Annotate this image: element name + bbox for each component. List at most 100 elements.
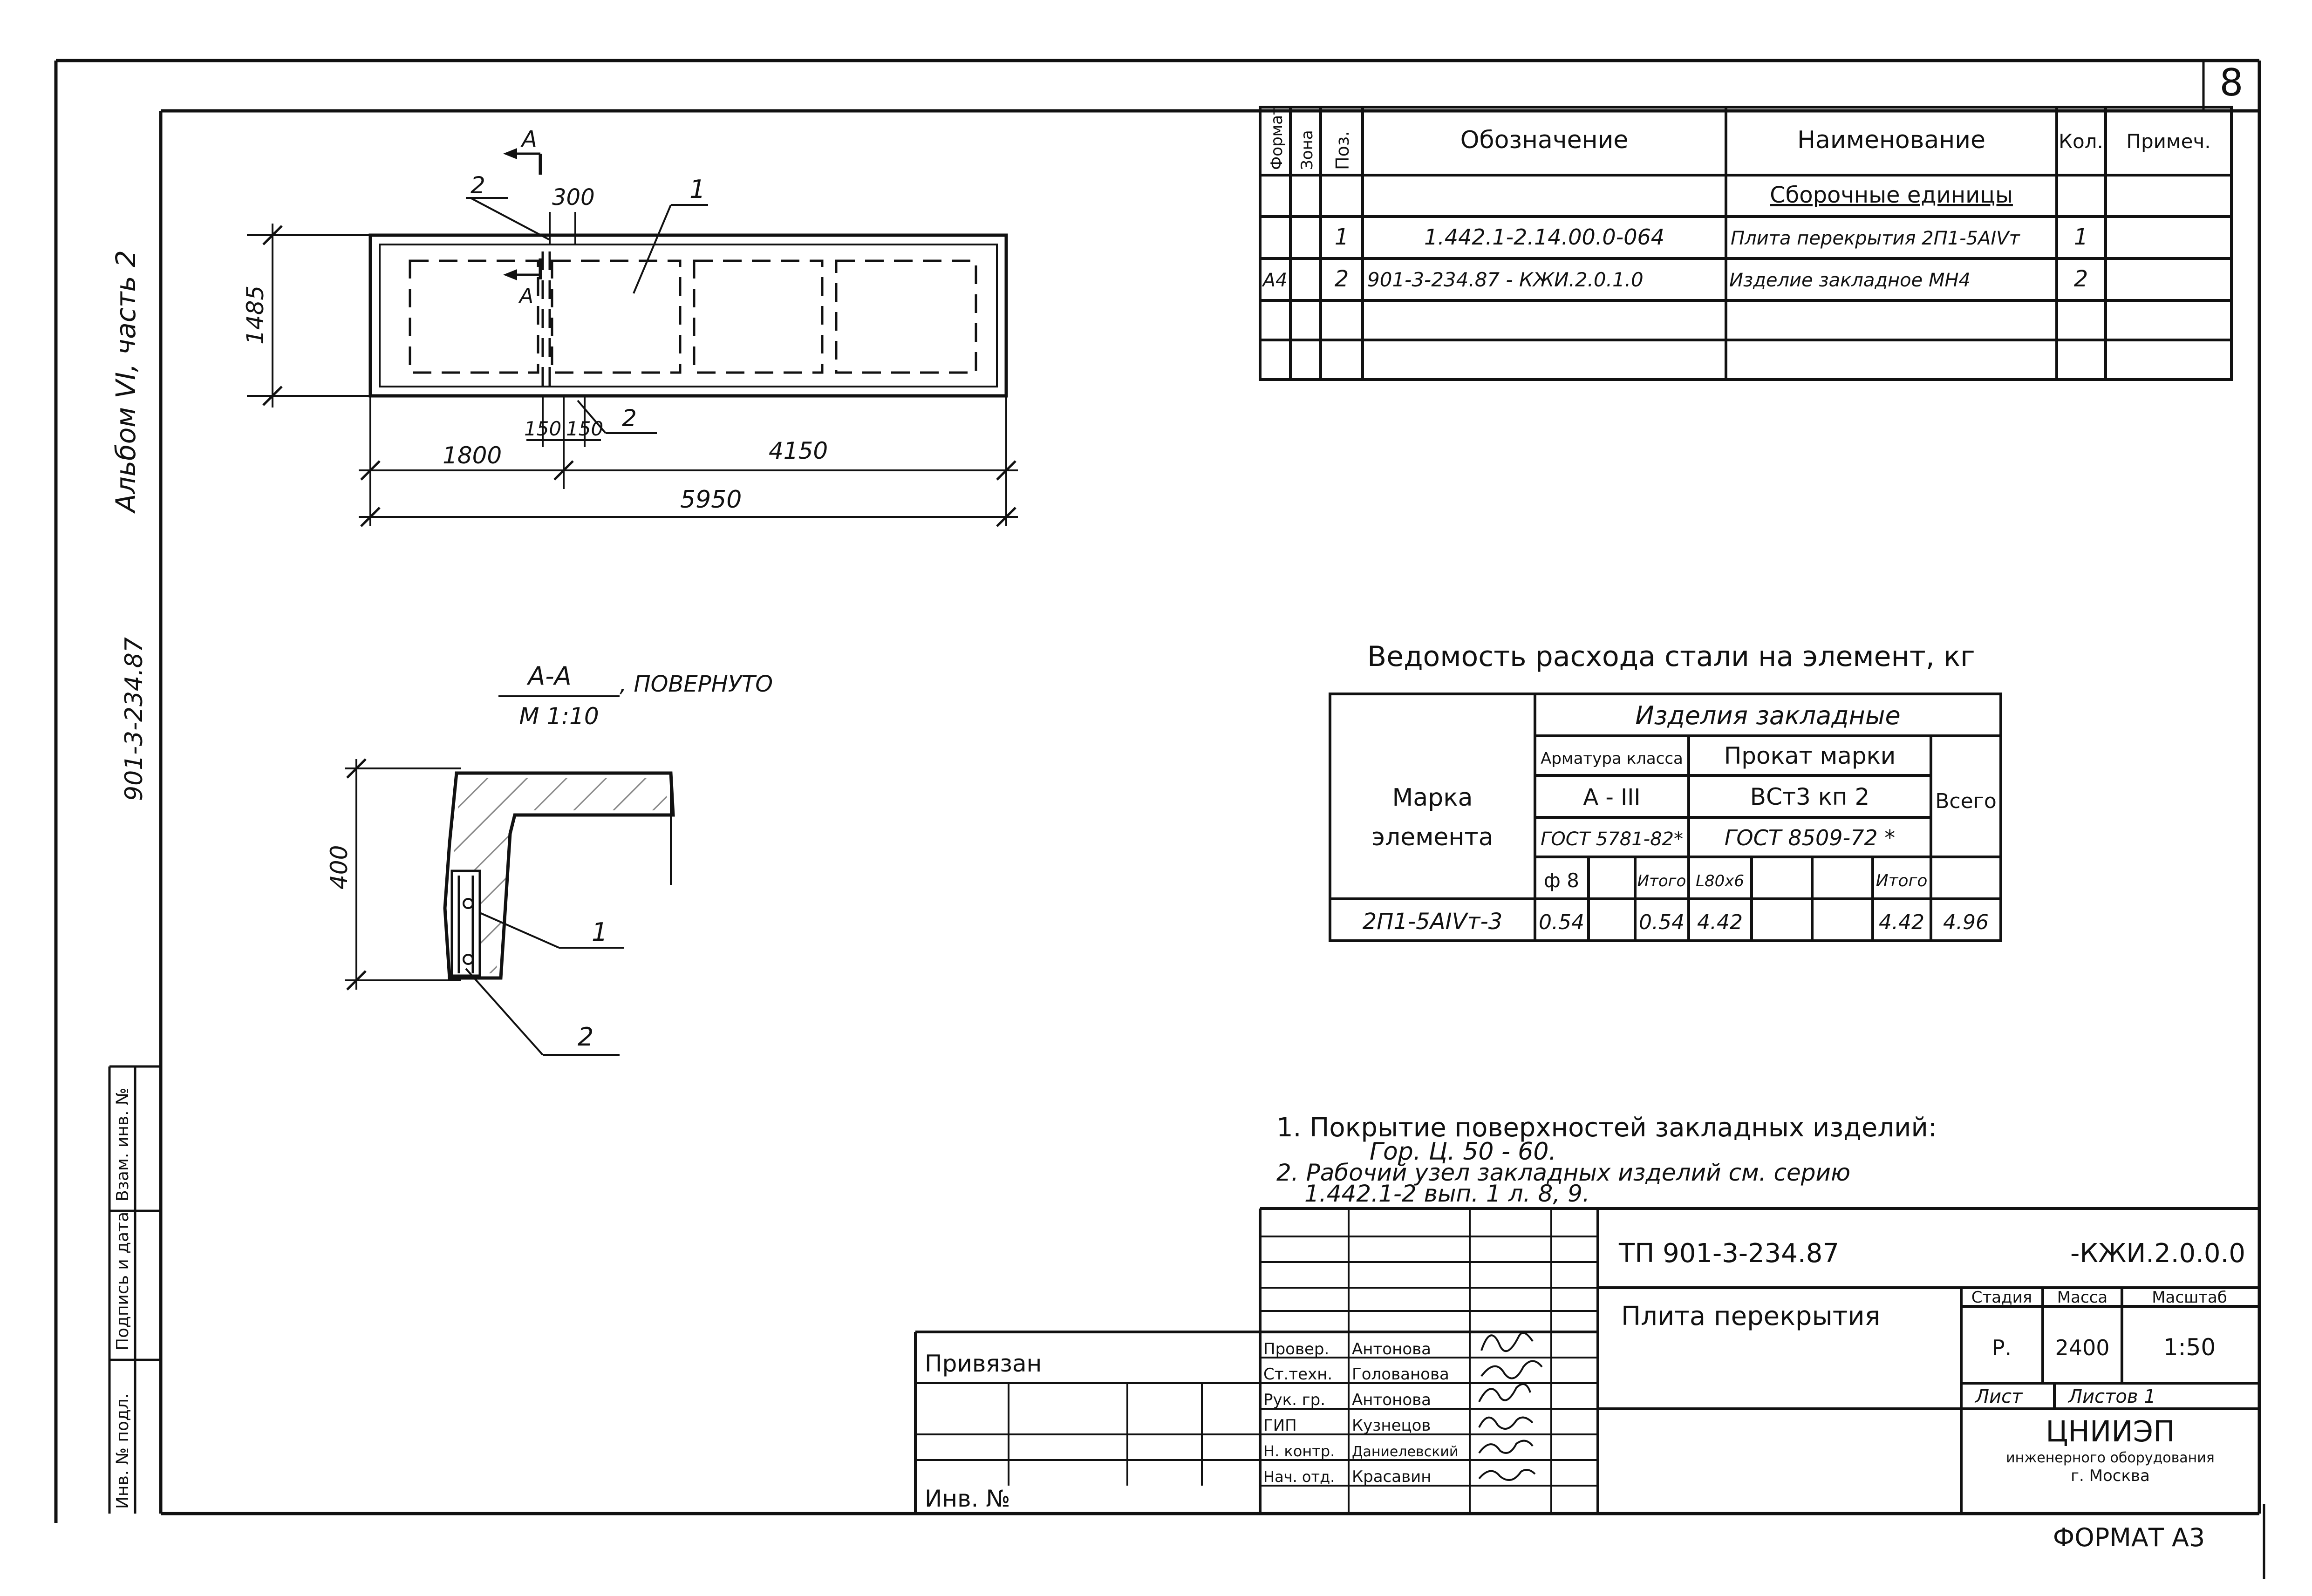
spec-header-pos: Поз. (1332, 131, 1353, 170)
dim-300: 300 (552, 184, 595, 211)
slab-plan-view: А А 1 2 300 2 1485 150 150 (242, 126, 1018, 527)
title-signatures: Провер. Антонова Ст.техн. Голованова Рук… (1263, 1340, 1458, 1486)
section-pos-2-label: 2 (578, 1022, 593, 1052)
side-stamp-replace: Взам. инв. № (113, 1088, 132, 1202)
note-2: 2. Рабочий узел закладных изделий см. се… (1276, 1159, 1850, 1186)
title-sheet-header: Лист (1974, 1386, 2023, 1407)
spec-row-2-name: Изделие закладное МН4 (1729, 270, 1971, 291)
role-1: Провер. (1263, 1340, 1329, 1358)
name-6: Красавин (1352, 1467, 1431, 1486)
role-5: Н. контр. (1263, 1442, 1335, 1460)
title-mass-header: Масса (2057, 1288, 2107, 1307)
spec-row-1-pos: 1 (1335, 224, 1349, 250)
steel-h-total: Всего (1935, 789, 1996, 813)
spec-row-1: 1 1.442.1-2.14.00.0-064 Плита перекрытия… (1335, 224, 2088, 250)
side-code-label: 901-3-234.87 (120, 637, 148, 801)
dim-150-right: 150 (566, 417, 603, 440)
title-stage-header: Стадия (1971, 1288, 2032, 1307)
plan-pos-2-bottom-label: 2 (622, 405, 637, 432)
title-project-code: ТП 901-3-234.87 (1618, 1238, 1839, 1269)
plan-pos-1-label: 1 (689, 175, 705, 204)
title-scale-header: Масштаб (2152, 1288, 2227, 1307)
side-stamp: Альбом VI, часть 2 901-3-234.87 Инв. № п… (108, 250, 161, 1514)
spec-header-zone: Зона (1298, 130, 1316, 170)
notes: 1. Покрытие поверхностей закладных издел… (1276, 1113, 1937, 1207)
steel-sub-itogo-prokat: Итого (1876, 871, 1928, 890)
format-label: ФОРМАТ А3 (2053, 1523, 2205, 1552)
spec-header-format: Формат (1268, 106, 1286, 170)
side-stamp-signature: Подпись и дата (113, 1212, 132, 1351)
name-2: Голованова (1352, 1365, 1449, 1384)
dim-150-left: 150 (524, 417, 561, 440)
steel-prokat-grade: ВСт3 кп 2 (1750, 783, 1870, 810)
steel-sub-phi8: ф 8 (1544, 869, 1579, 892)
side-stamp-inv: Инв. № подл. (113, 1393, 132, 1509)
steel-h-element-2: элемента (1371, 823, 1493, 851)
title-doc-code: -КЖИ.2.0.0.0 (2070, 1238, 2245, 1269)
steel-armature-class: А - III (1583, 784, 1640, 810)
spec-row-1-designation: 1.442.1-2.14.00.0-064 (1424, 224, 1664, 250)
steel-row-mark: 2П1-5АIVт-3 (1363, 909, 1503, 935)
title-org-name: ЦНИИЭП (2046, 1414, 2175, 1448)
section-title: А-А (526, 661, 571, 691)
title-sheets-header: Листов 1 (2067, 1386, 2156, 1407)
note-2-detail: 1.442.1-2 вып. 1 л. 8, 9. (1304, 1180, 1590, 1207)
dim-1485: 1485 (242, 285, 269, 345)
name-1: Антонова (1352, 1340, 1431, 1358)
dim-4150: 4150 (769, 437, 828, 464)
steel-val-itogo-prokat: 4.42 (1879, 910, 1924, 934)
spec-row-2-pos: 2 (1335, 266, 1349, 292)
title-scale-value: 1:50 (2163, 1334, 2216, 1361)
sheet-number: 8 (2220, 61, 2244, 104)
steel-h-element-1: Марка (1392, 784, 1473, 812)
steel-val-itogo-arm: 0.54 (1639, 910, 1685, 934)
handwritten-signatures (1478, 1332, 1543, 1481)
dim-1800: 1800 (443, 442, 502, 469)
dim-400: 400 (326, 845, 353, 890)
role-2: Ст.техн. (1263, 1365, 1332, 1384)
section-scale: М 1:10 (519, 703, 599, 730)
spec-row-2: А4 2 901-3-234.87 - КЖИ.2.0.1.0 Изделие … (1262, 266, 2088, 292)
specification-table: Формат Зона Поз. Обозначение Наименовани… (1259, 106, 2233, 381)
steel-prokat-gost: ГОСТ 8509-72 * (1725, 825, 1896, 850)
section-pos-1-label: 1 (592, 917, 607, 947)
title-org-sub: инженерного оборудования (2006, 1450, 2215, 1466)
role-3: Рук. гр. (1263, 1391, 1325, 1409)
name-4: Кузнецов (1352, 1416, 1431, 1435)
steel-val-total: 4.96 (1943, 910, 1989, 934)
steel-sub-l80: L80x6 (1696, 872, 1744, 890)
steel-consumption-table: Ведомость расхода стали на элемент, кг М… (1329, 640, 2002, 942)
plan-pos-2-top-label: 2 (471, 172, 485, 199)
spec-row-1-name: Плита перекрытия 2П1-5АIVт (1731, 228, 2021, 249)
title-privyazan: Привязан (925, 1350, 1042, 1377)
role-6: Нач. отд. (1263, 1468, 1335, 1486)
title-mass-value: 2400 (2055, 1335, 2109, 1360)
steel-h-group: Изделия закладные (1635, 701, 1900, 730)
side-album-label: Альбом VI, часть 2 (110, 250, 142, 514)
section-mark-mid: А (518, 284, 533, 308)
name-5: Даниелевский (1352, 1444, 1458, 1460)
steel-val-l80: 4.42 (1697, 910, 1743, 934)
steel-h-prokat: Прокат марки (1724, 742, 1896, 769)
title-sheet-title: Плита перекрытия (1621, 1301, 1880, 1331)
note-1-detail: Гор. Ц. 50 - 60. (1370, 1138, 1556, 1166)
section-rotated-label: , ПОВЕРНУТО (620, 671, 773, 697)
rib-hidden-lines (409, 251, 977, 387)
steel-h-armature: Арматура класса (1541, 749, 1683, 768)
spec-header-note: Примеч. (2126, 130, 2210, 153)
steel-sub-itogo-arm: Итого (1637, 872, 1686, 890)
spec-header-name: Наименование (1797, 126, 1985, 154)
spec-header-designation: Обозначение (1460, 126, 1629, 154)
steel-armature-gost: ГОСТ 5781-82* (1541, 829, 1683, 850)
title-stage-value: Р. (1992, 1335, 2012, 1360)
role-4: ГИП (1263, 1416, 1297, 1435)
steel-table-title: Ведомость расхода стали на элемент, кг (1367, 640, 1975, 673)
title-block: ТП 901-3-234.87 -КЖИ.2.0.0.0 Плита перек… (914, 1207, 2259, 1514)
name-3: Антонова (1352, 1391, 1431, 1409)
sheet-frame: 8 ФОРМАТ А3 (54, 59, 2265, 1579)
spec-row-2-qty: 2 (2074, 266, 2088, 292)
spec-group-title: Сборочные единицы (1770, 182, 2013, 208)
spec-row-2-format: А4 (1262, 270, 1288, 291)
spec-header-qty: Кол. (2059, 130, 2103, 153)
